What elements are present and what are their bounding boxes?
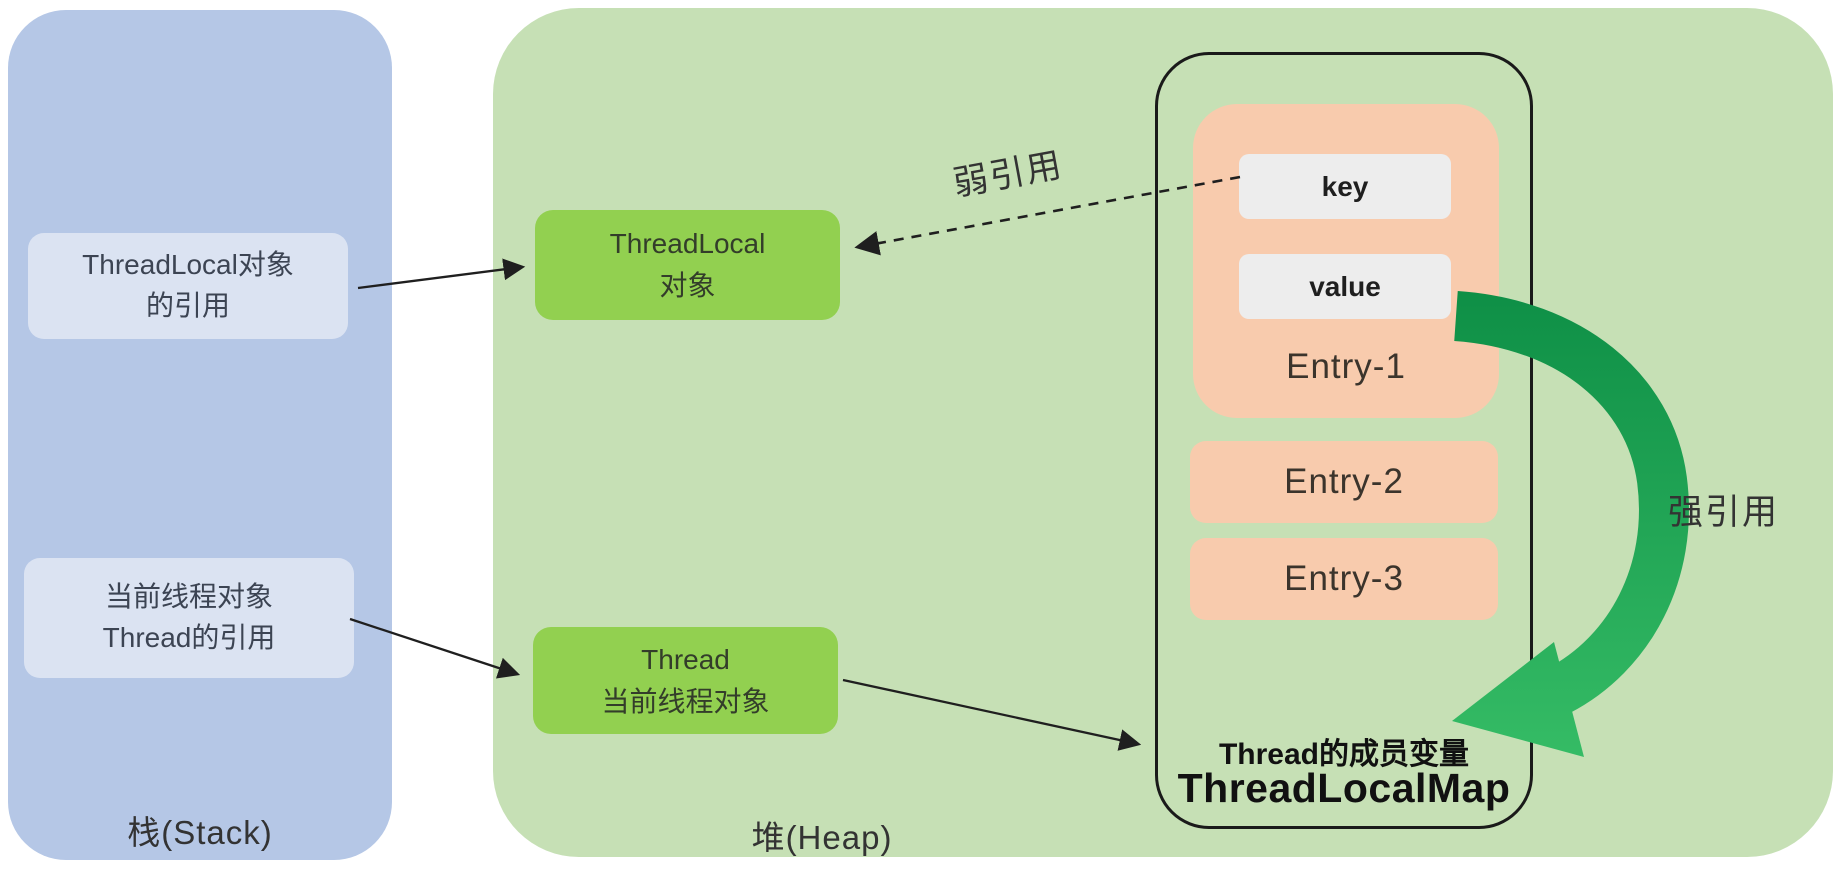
- heap-panel-label: 堆(Heap): [751, 819, 893, 856]
- strong-reference-label: 强引用: [1668, 493, 1780, 532]
- entry-key-box: key: [1239, 154, 1451, 219]
- threadlocalmap-title: ThreadLocalMap: [1177, 765, 1511, 811]
- stack-panel: ThreadLocal对象 的引用 当前线程对象 Thread的引用 栈(Sta…: [8, 10, 392, 860]
- threadlocal-object-box: ThreadLocal 对象: [535, 210, 840, 320]
- entry-value-box: value: [1239, 254, 1451, 319]
- thread-reference-box: 当前线程对象 Thread的引用: [24, 558, 354, 678]
- entry-3-box: Entry-3: [1190, 538, 1498, 620]
- entry-1-label: Entry-1: [1286, 347, 1406, 386]
- threadlocal-object-line1: ThreadLocal: [609, 228, 766, 259]
- thread-reference-line1: 当前线程对象: [104, 581, 273, 613]
- thread-object-line2: 当前线程对象: [601, 685, 770, 717]
- entry-2-box: Entry-2: [1190, 441, 1498, 523]
- threadlocal-object-line2: 对象: [659, 270, 716, 301]
- threadlocalmap-container: key value Entry-1 Entry-2 Entry-3 Thread…: [1155, 52, 1533, 829]
- stack-panel-label: 栈(Stack): [127, 814, 273, 851]
- thread-reference-line2: Thread的引用: [102, 622, 276, 653]
- threadlocal-reference-box: ThreadLocal对象 的引用: [28, 233, 348, 339]
- thread-object-line1: Thread: [641, 643, 730, 675]
- threadlocalmap-subtitle: Thread的成员变量: [1218, 738, 1470, 771]
- threadlocal-reference-line2: 的引用: [145, 290, 230, 321]
- thread-object-box: Thread 当前线程对象: [533, 627, 838, 734]
- threadlocal-reference-line1: ThreadLocal对象: [82, 249, 294, 281]
- entry-1-box: key value Entry-1: [1193, 104, 1499, 418]
- heap-panel: ThreadLocal 对象 Thread 当前线程对象 堆(Heap) key…: [493, 8, 1833, 857]
